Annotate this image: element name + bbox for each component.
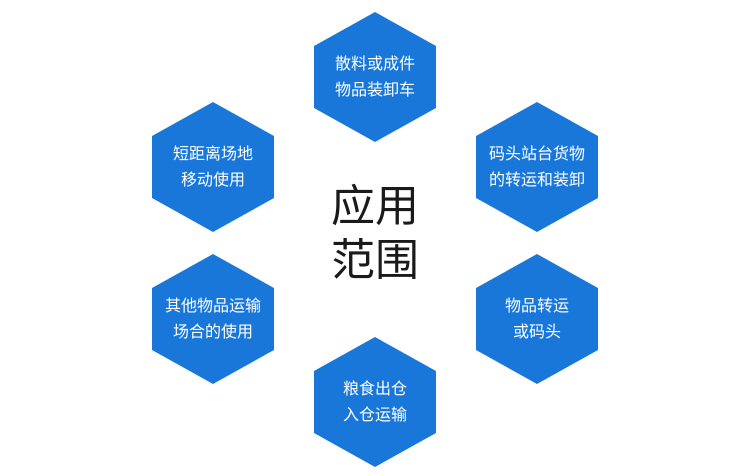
hex-node-upper-right-line2: 的转运和装卸 [488,170,585,189]
hex-node-bottom-text: 粮食出仓 入仓运输 [343,376,407,428]
hexagon-shape [476,102,598,232]
hex-node-lower-right-line1: 物品转运 [504,296,569,315]
hex-node-upper-left: 短距离场地 移动使用 [146,100,280,234]
hex-node-lower-left-line1: 其他物品运输 [164,296,261,315]
hex-node-upper-right-text: 码头站台货物 的转运和装卸 [489,141,585,193]
hex-node-bottom: 粮食出仓 入仓运输 [308,335,442,469]
hex-node-lower-left-text: 其他物品运输 场合的使用 [165,293,261,345]
hexagon-shape [152,254,274,384]
hex-node-upper-right: 码头站台货物 的转运和装卸 [470,100,604,234]
hex-node-lower-left: 其他物品运输 场合的使用 [146,252,280,386]
hexagon-shape [314,337,436,467]
hexagon-shape [476,254,598,384]
hex-node-bottom-line2: 入仓运输 [342,405,407,424]
center-title-line2: 范围 [331,235,419,286]
hex-node-bottom-line1: 粮食出仓 [342,379,407,398]
hex-node-lower-left-line2: 场合的使用 [172,322,253,341]
center-title: 应用 范围 [300,180,450,288]
hexagon-shape [152,102,274,232]
hexagon-shape [314,12,436,142]
hex-node-lower-right-line2: 或码头 [512,322,561,341]
hex-node-upper-left-line2: 移动使用 [180,170,245,189]
hex-node-top-line1: 散料或成件 [334,54,415,73]
hex-node-top: 散料或成件 物品装卸车 [308,10,442,144]
center-title-line1: 应用 [331,181,419,232]
hex-node-lower-right-text: 物品转运 或码头 [505,293,569,345]
hex-node-lower-right: 物品转运 或码头 [470,252,604,386]
hex-node-upper-right-line1: 码头站台货物 [488,144,585,163]
hex-node-upper-left-text: 短距离场地 移动使用 [173,141,253,193]
hex-node-top-text: 散料或成件 物品装卸车 [335,51,415,103]
hex-node-upper-left-line1: 短距离场地 [172,144,253,163]
hex-node-top-line2: 物品装卸车 [334,80,415,99]
